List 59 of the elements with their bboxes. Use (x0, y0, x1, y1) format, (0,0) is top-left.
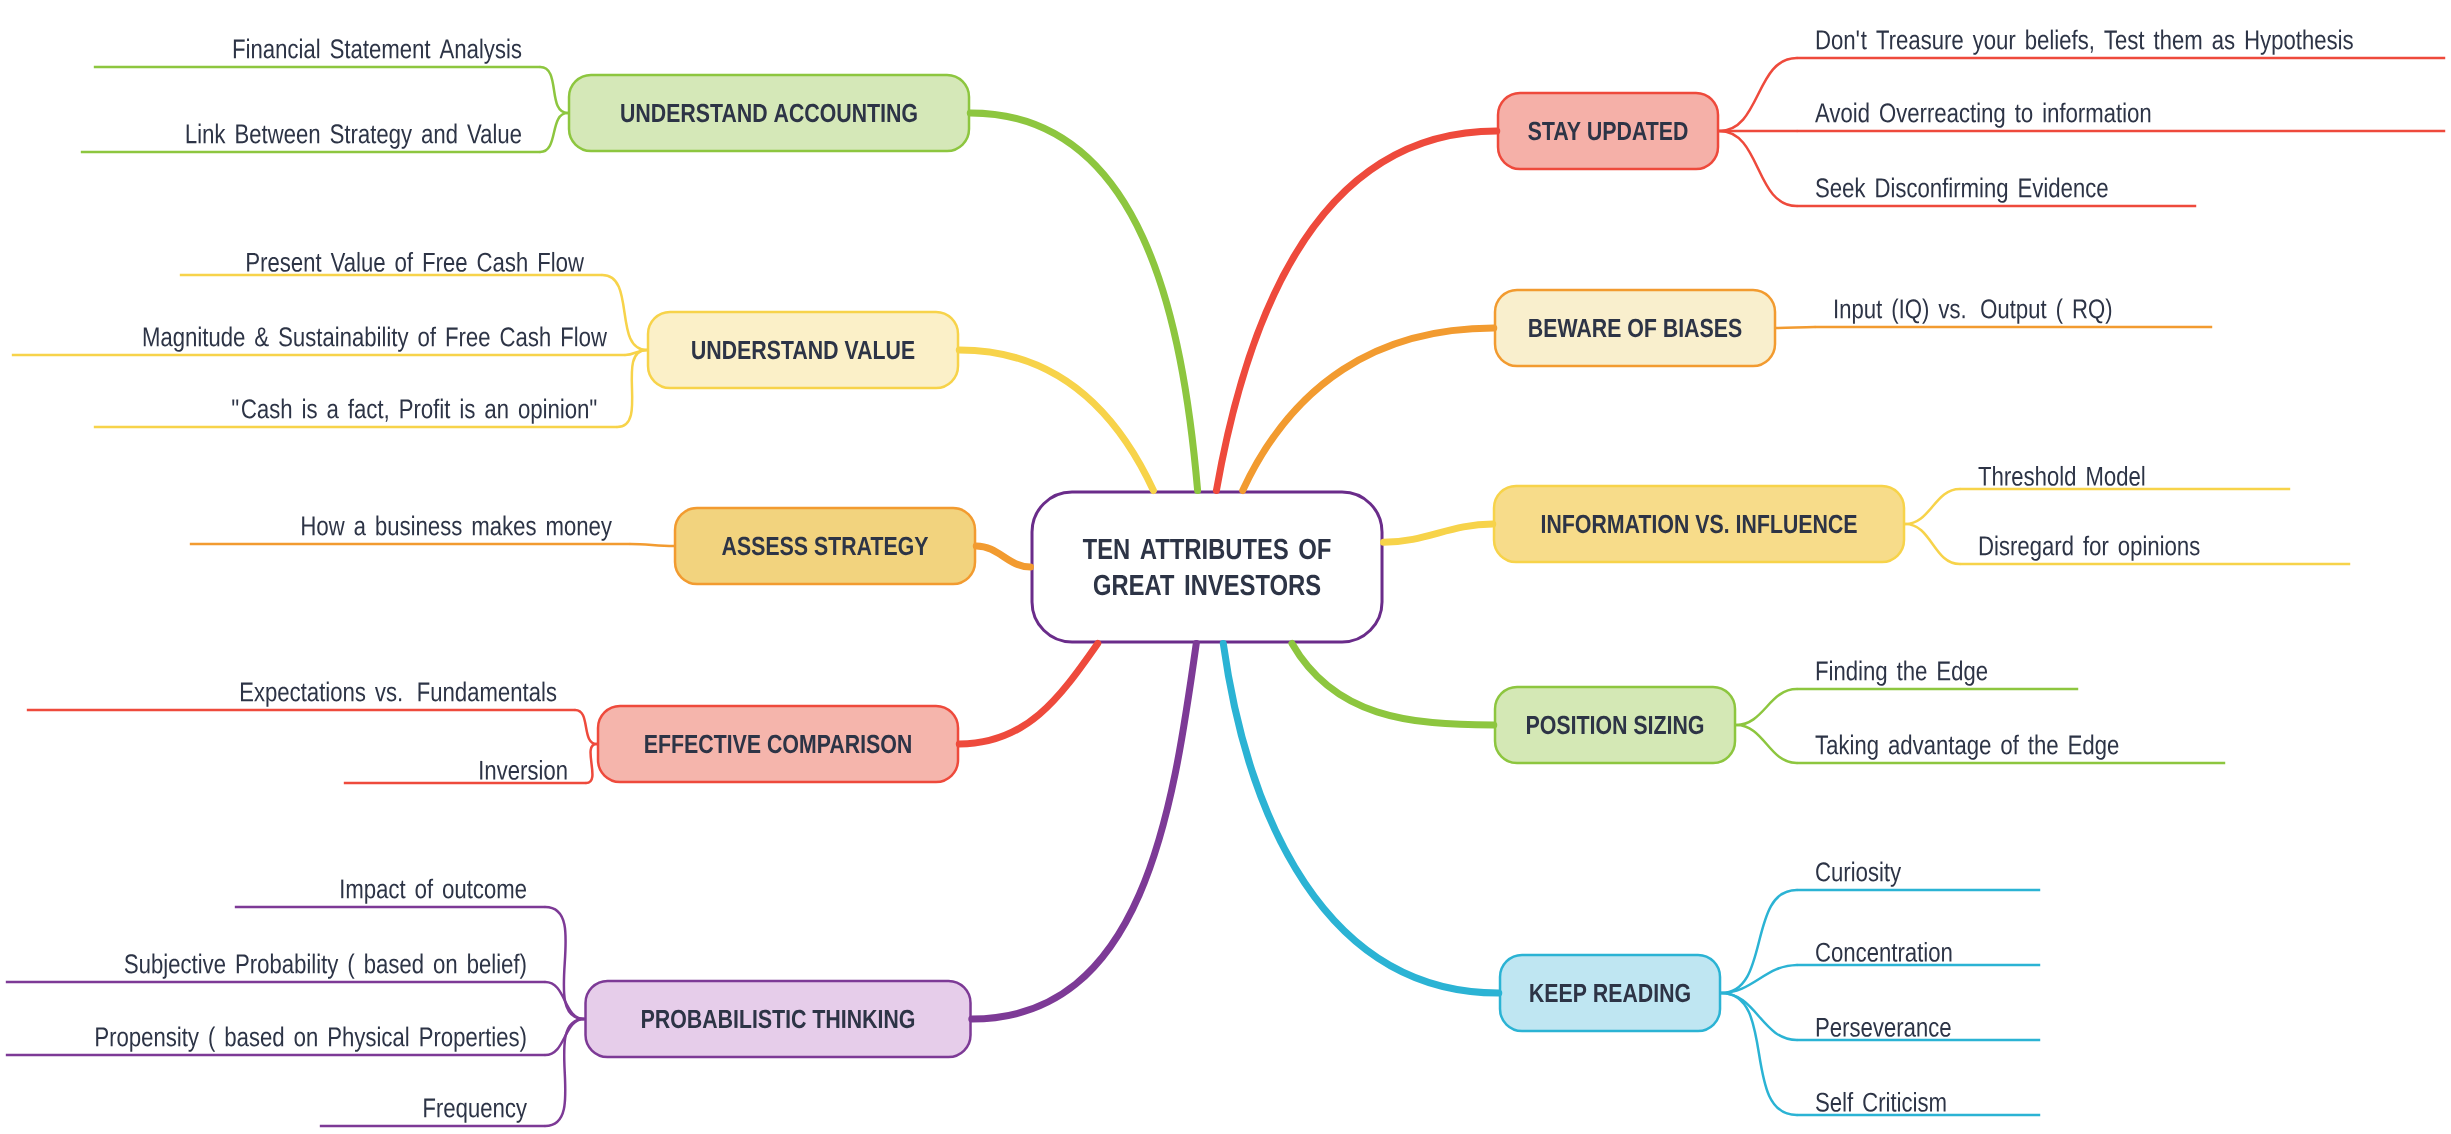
connector-line (538, 111, 569, 154)
underlined-subtopic: Propensity ( based on Physical Properties) (5, 1026, 546, 1057)
branch-box: BEWARE OF BIASES (1493, 288, 1777, 368)
central-topic-box: TEN ATTRIBUTES OF GREAT INVESTORS (1030, 490, 1384, 644)
underlined-subtopic: Impact of outcome (234, 878, 546, 909)
underlined-subtopic: Concentration (1796, 941, 2041, 967)
underlined-subtopic: How a business makes money (189, 515, 631, 546)
underlined-subtopic: Threshold Model (1959, 465, 2291, 491)
branch-box: ASSESS STRATEGY (673, 506, 977, 586)
connector-line (615, 348, 648, 429)
branch-curve (955, 640, 1102, 748)
underlined-subtopic: Taking advantage of the Edge (1796, 734, 2226, 765)
branch-box: UNDERSTAND ACCOUNTING (567, 73, 971, 153)
underlined-subtopic: Subjective Probability ( based on belief) (5, 953, 546, 984)
underlined-subtopic: Finding the Edge (1796, 660, 2079, 691)
underlined-subtopic: Avoid Overreacting to information (1796, 102, 2446, 133)
branch-box: INFORMATION VS. INFLUENCE (1492, 484, 1906, 564)
branch-curve (1212, 127, 1501, 494)
branch-curve (955, 346, 1157, 494)
underlined-subtopic: Present Value of Free Cash Flow (179, 251, 603, 277)
underlined-subtopic: Curiosity (1796, 861, 2041, 892)
branch-curve (1288, 640, 1498, 729)
branch-box: UNDERSTAND VALUE (646, 310, 960, 390)
underlined-subtopic: "Cash is a fact, Profit is an opinion" (93, 398, 618, 429)
branch-curve (1219, 640, 1503, 997)
connector-line (1718, 56, 1799, 133)
branch-box: EFFECTIVE COMPARISON (596, 704, 960, 784)
branch-curve (972, 542, 1034, 571)
underlined-subtopic: Disregard for opinions (1959, 535, 2351, 566)
connector-line (573, 708, 598, 746)
connector-line (1775, 325, 1817, 330)
connector-line (1720, 991, 1799, 1117)
underlined-subtopic: Magnitude & Sustainability of Free Cash Flow (11, 326, 626, 357)
connector-line (1904, 522, 1962, 566)
connector-line (600, 273, 648, 352)
underlined-subtopic: Expectations vs. Fundamentals (26, 681, 576, 712)
underlined-subtopic: Financial Statement Analysis (93, 38, 541, 69)
branch-curve (966, 109, 1202, 494)
underlined-subtopic: Input (IQ) vs. Output ( RQ) (1814, 298, 2213, 329)
underlined-subtopic: Frequency (319, 1098, 546, 1128)
branch-box: KEEP READING (1498, 953, 1722, 1033)
underlined-subtopic: Link Between Strategy and Value (80, 123, 541, 154)
connector-line (1735, 723, 1799, 765)
branch-curve (968, 640, 1200, 1023)
underlined-subtopic: Seek Disconfirming Evidence (1796, 177, 2197, 208)
connector-line (584, 742, 598, 785)
branch-box: PROBABILISTIC THINKING (584, 979, 972, 1059)
connector-line (543, 1017, 586, 1128)
branch-curve (1239, 324, 1498, 494)
branch-box: POSITION SIZING (1493, 685, 1737, 765)
underlined-subtopic: Perseverance (1796, 1017, 2041, 1042)
branch-curve (1380, 520, 1497, 546)
branch-box: STAY UPDATED (1496, 91, 1720, 171)
connector-line (538, 65, 569, 115)
underlined-subtopic: Self Criticism (1796, 1091, 2041, 1117)
underlined-subtopic: Inversion (343, 759, 587, 785)
connector-line (1718, 129, 1799, 208)
underlined-subtopic: Don't Treasure your beliefs, Test them as Hypothesis (1796, 29, 2446, 60)
connector-line (628, 542, 675, 548)
